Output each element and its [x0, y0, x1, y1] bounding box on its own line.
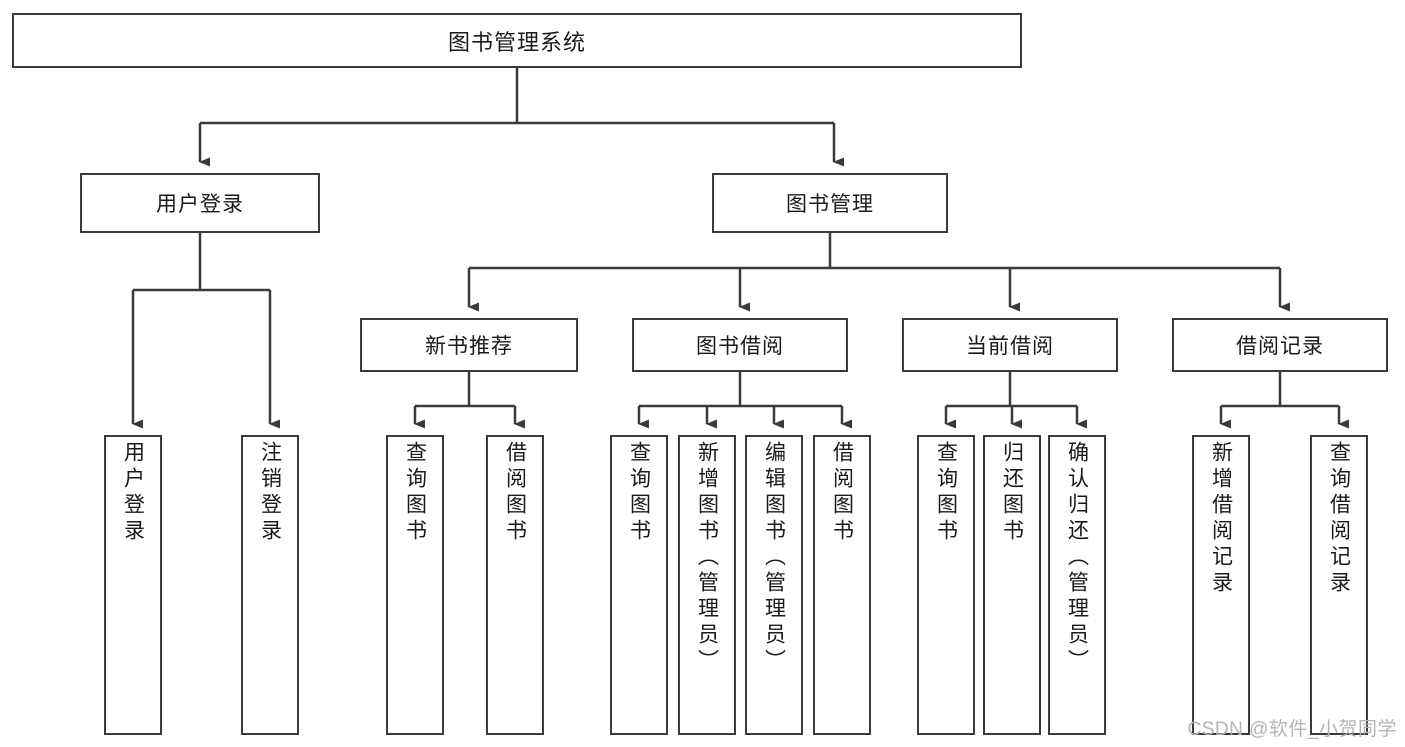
node-leaf-confirm-return[interactable]: 确认归还（管理员）: [1048, 435, 1106, 735]
node-leaf-borrow-book-1-label: 借阅图书: [503, 441, 527, 545]
connector-borrow-record: [1219, 372, 1349, 429]
node-leaf-add-record[interactable]: 新增借阅记录: [1192, 435, 1250, 735]
node-leaf-query-book-2-label: 查询图书: [627, 441, 651, 545]
node-book-borrow-label: 图书借阅: [696, 335, 784, 358]
node-book-manage[interactable]: 图书管理: [712, 173, 948, 233]
node-current-borrow-label: 当前借阅: [966, 335, 1054, 358]
node-leaf-confirm-return-label: 确认归还（管理员）: [1065, 441, 1089, 675]
node-leaf-query-record-label: 查询借阅记录: [1327, 441, 1351, 597]
connector-book-manage: [467, 233, 1290, 312]
node-user-login[interactable]: 用户登录: [80, 173, 320, 233]
node-borrow-record[interactable]: 借阅记录: [1172, 318, 1388, 372]
connector-user-login: [131, 233, 280, 429]
node-leaf-query-book-3[interactable]: 查询图书: [917, 435, 975, 735]
node-new-book-recommend[interactable]: 新书推荐: [360, 318, 578, 372]
connector-root: [198, 68, 844, 167]
node-leaf-borrow-book-2[interactable]: 借阅图书: [813, 435, 871, 735]
node-leaf-user-login-label: 用户登录: [121, 441, 145, 545]
node-current-borrow[interactable]: 当前借阅: [902, 318, 1118, 372]
node-leaf-query-record[interactable]: 查询借阅记录: [1310, 435, 1368, 735]
connector-book-borrow: [637, 372, 852, 429]
node-leaf-query-book-1[interactable]: 查询图书: [386, 435, 444, 735]
node-leaf-query-book-1-label: 查询图书: [403, 441, 427, 545]
connector-current-borrow: [944, 372, 1087, 429]
node-user-login-label: 用户登录: [156, 193, 244, 216]
node-leaf-user-login[interactable]: 用户登录: [104, 435, 162, 735]
node-leaf-logout[interactable]: 注销登录: [241, 435, 299, 735]
node-leaf-return-book[interactable]: 归还图书: [983, 435, 1041, 735]
node-root-label: 图书管理系统: [447, 29, 586, 55]
node-leaf-query-book-2[interactable]: 查询图书: [610, 435, 668, 735]
node-new-book-recommend-label: 新书推荐: [425, 335, 513, 358]
node-root[interactable]: 图书管理系统: [12, 13, 1022, 68]
connector-new-book-recommend: [413, 372, 525, 429]
node-leaf-add-record-label: 新增借阅记录: [1209, 441, 1233, 597]
node-leaf-logout-label: 注销登录: [258, 441, 282, 545]
node-leaf-edit-book-label: 编辑图书（管理员）: [762, 441, 786, 675]
node-borrow-record-label: 借阅记录: [1236, 335, 1324, 358]
node-leaf-add-book-label: 新增图书（管理员）: [695, 441, 719, 675]
node-book-manage-label: 图书管理: [786, 193, 874, 216]
node-leaf-borrow-book-2-label: 借阅图书: [830, 441, 854, 545]
node-book-borrow[interactable]: 图书借阅: [632, 318, 848, 372]
node-leaf-edit-book[interactable]: 编辑图书（管理员）: [745, 435, 803, 735]
node-leaf-query-book-3-label: 查询图书: [934, 441, 958, 545]
node-leaf-return-book-label: 归还图书: [1000, 441, 1024, 545]
node-leaf-borrow-book-1[interactable]: 借阅图书: [486, 435, 544, 735]
node-leaf-add-book[interactable]: 新增图书（管理员）: [678, 435, 736, 735]
